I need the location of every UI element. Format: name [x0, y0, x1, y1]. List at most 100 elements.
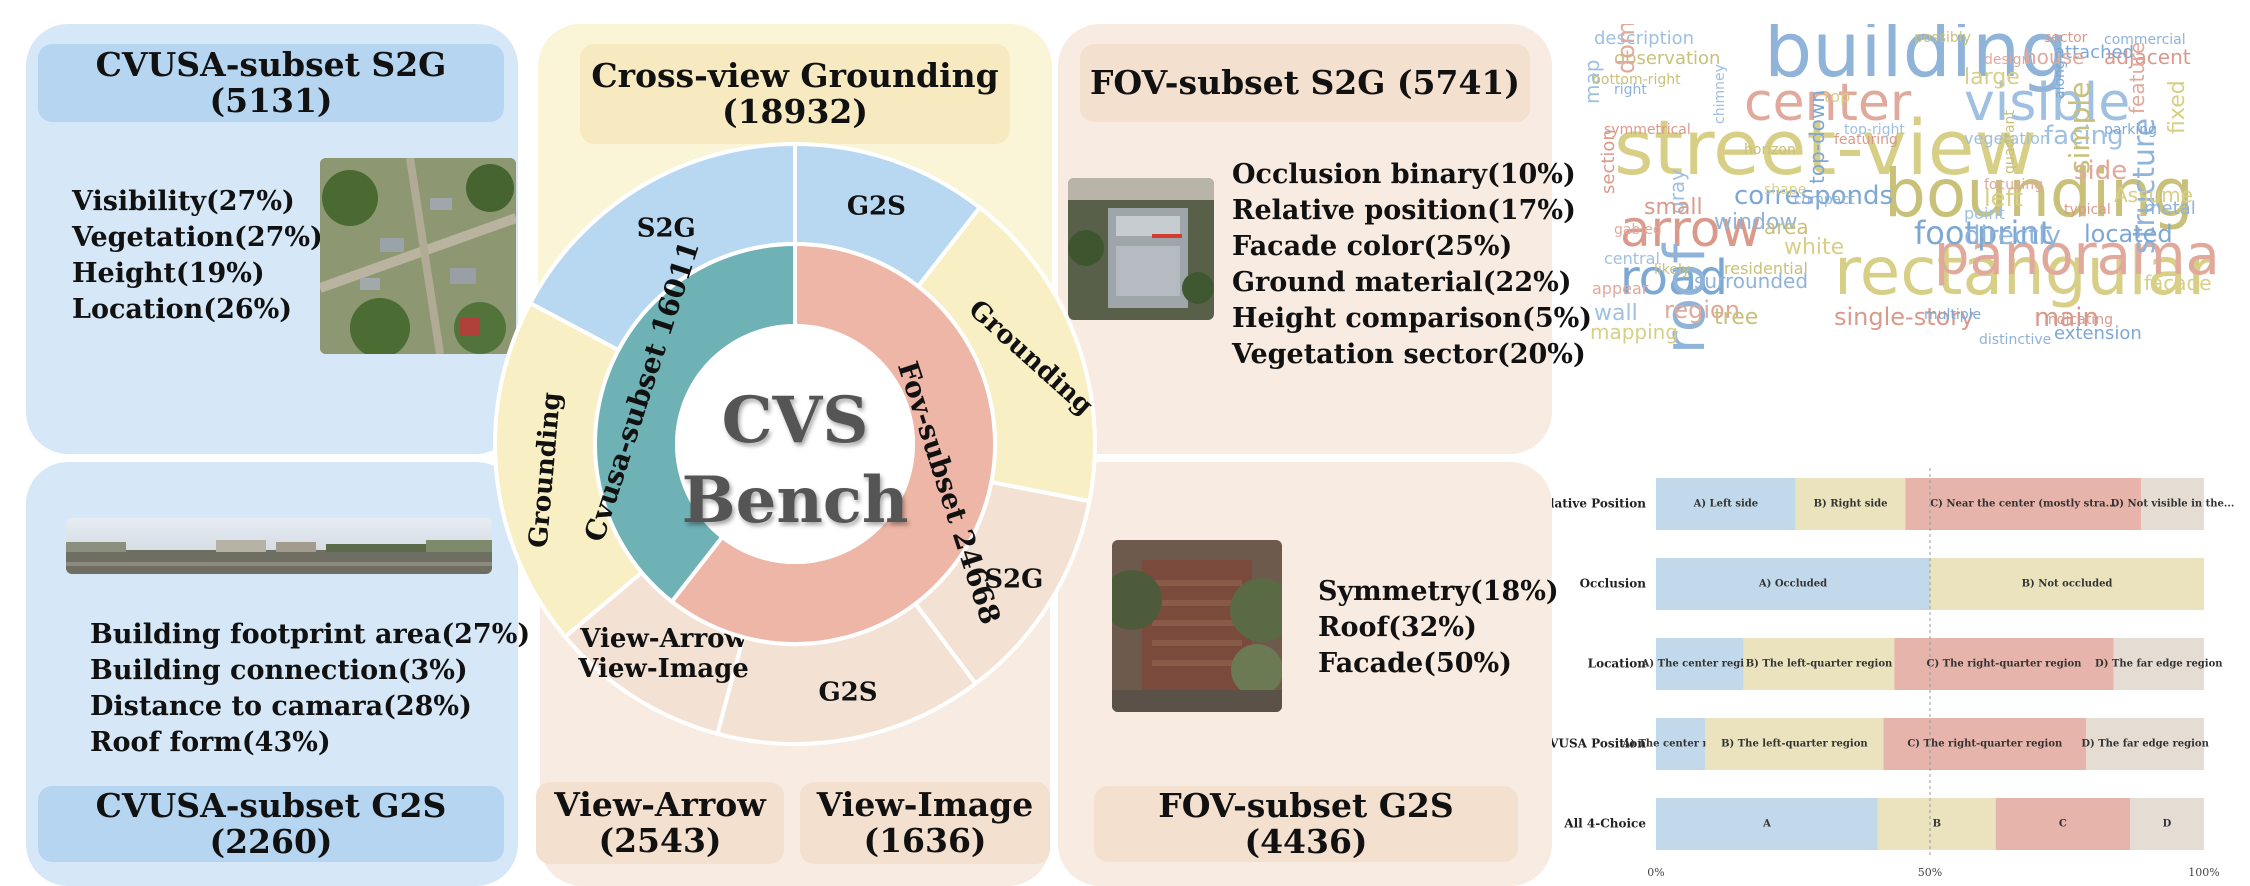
word-cloud-word: arrow: [1620, 200, 1761, 258]
word-cloud-word: rectangular: [1834, 233, 2215, 310]
street-image-fov: [1112, 540, 1282, 712]
word-cloud-word: residential: [1724, 259, 1808, 278]
word-cloud-word: roof: [1653, 243, 1718, 354]
word-cloud-word: left: [1984, 184, 2023, 212]
word-cloud-word: mapping: [1590, 320, 1678, 344]
word-cloud-word: symmetrical: [1604, 122, 1691, 138]
word-cloud-word: small: [1644, 195, 1703, 220]
word-cloud-word: indicating: [2044, 312, 2113, 328]
word-cloud-word: main: [2034, 303, 2099, 333]
stacked-bar-chart: Relative Position A) Left side B) Right si…: [1552, 468, 2235, 879]
word-cloud-word: right: [1614, 82, 1647, 98]
word-cloud-word: house: [2024, 45, 2084, 69]
view-arrow-title: View-Arrow (2543): [536, 782, 784, 864]
chart-bar-segment: [2130, 798, 2204, 850]
view-image-title: View-Image (1636): [800, 782, 1050, 864]
word-cloud-word: side: [2074, 156, 2127, 186]
chart-bar-segment: [2140, 478, 2204, 530]
word-cloud-word: structure: [2127, 118, 2162, 254]
list-item: Ground material(22%): [1232, 267, 1572, 298]
word-cloud-word: along: [2052, 60, 2068, 99]
word-cloud-word: facade: [2144, 271, 2212, 295]
word-cloud-word: footprint: [1914, 214, 2052, 252]
cvusa-s2g-list: Visibility(27%) Vegetation(27%) Height(1…: [72, 184, 323, 328]
word-cloud-word: quadrant: [2002, 110, 2018, 174]
list-item: Roof form(43%): [90, 727, 331, 758]
chart-segment-label: B) The left-quarter region: [1746, 659, 1893, 670]
chart-segment-label: B) Right side: [1814, 499, 1888, 510]
chart-segment-label: C: [2059, 819, 2067, 830]
word-cloud-word: Assume: [2114, 183, 2193, 207]
word-cloud-word: featuring: [1834, 132, 1898, 148]
word-cloud-word: metal: [2144, 198, 2196, 219]
wheel-center-line1: CVS: [722, 383, 869, 458]
word-cloud-word: compact: [1794, 192, 1855, 208]
list-item: Distance to camara(28%): [90, 691, 472, 722]
chart-segment-label: D) Not visible in the...: [2111, 499, 2235, 510]
cvusa-g2s-list: Building footprint area(27%) Building co…: [90, 617, 530, 761]
wheel-outer-label: G2S: [847, 192, 906, 222]
chart-bar-segment: [2113, 638, 2204, 690]
chart-x-tick: 0%: [1647, 866, 1664, 879]
word-cloud-word: chimney: [1712, 64, 1728, 124]
word-cloud-word: bounding: [1884, 155, 2194, 232]
fov-s2g-list: Occlusion binary(10%) Relative position(…: [1232, 157, 1592, 373]
word-cloud-word: directly: [1964, 221, 2061, 251]
cvusa-s2g-title: CVUSA-subset S2G (5131): [38, 44, 504, 122]
word-cloud-word: top-right: [1844, 122, 1905, 138]
word-cloud-word: appear: [1592, 279, 1649, 298]
word-cloud-word: vegetation: [1964, 129, 2050, 148]
word-cloud-word: wall: [1594, 301, 1638, 326]
list-item: Vegetation sector(20%): [1232, 339, 1586, 370]
word-cloud-word: section: [1598, 129, 1619, 194]
word-cloud-word: corresponds: [1734, 181, 1893, 211]
word-cloud-word: gabled: [1614, 222, 1662, 238]
word-cloud-word: typical: [2064, 202, 2111, 218]
chart-bar-segment: [1930, 558, 2204, 610]
chart-segment-label: D) The far edge region: [2095, 659, 2223, 670]
wheel-outer-label: S2G: [637, 214, 696, 244]
chart-bar-segment: [1894, 638, 2114, 690]
word-cloud-word: likely: [1654, 262, 1690, 278]
word-cloud-word: parking: [2104, 122, 2157, 138]
satellite-image-cvusa-drawing: [320, 158, 516, 354]
view-image-line2: (1636): [863, 821, 987, 860]
word-cloud-word: central: [1604, 249, 1660, 268]
chart-segment-label: C) The right-quarter region: [1927, 659, 2083, 670]
chart-segment-label: C) Near the center (mostly stra...: [1930, 499, 2116, 510]
word-cloud-word: visible: [1964, 73, 2130, 133]
list-item: Symmetry(18%): [1318, 576, 1559, 607]
word-cloud-word: map: [1584, 60, 1604, 104]
wheel-outer-label-line2: View-Image: [577, 654, 749, 684]
word-cloud-word: located: [2084, 220, 2173, 248]
list-item: Vegetation(27%): [72, 222, 323, 253]
chart-bar-segment: [1656, 638, 1744, 690]
word-cloud-word: facing: [2044, 121, 2124, 151]
fov-g2s-list: Symmetry(18%) Roof(32%) Facade(50%): [1318, 574, 1559, 682]
chart-segment-label: C) The right-quarter region: [1907, 739, 2063, 750]
list-item: Occlusion binary(10%): [1232, 159, 1576, 190]
fov-g2s-title: FOV-subset G2S (4436): [1094, 786, 1518, 862]
word-cloud-word: center: [1744, 73, 1912, 133]
wheel-center-line2: Bench: [682, 463, 909, 538]
street-image-fov-drawing: [1112, 540, 1282, 712]
panorama-image-cvusa-drawing: [66, 518, 492, 574]
word-cloud-word: sector: [2044, 30, 2088, 46]
view-arrow-line2: (2543): [598, 821, 722, 860]
list-item: Roof(32%): [1318, 612, 1477, 643]
chart-bar-segment: [1656, 798, 1878, 850]
chart-segment-label: A) The center region: [1621, 739, 1739, 750]
chart-segment-label: B) The left-quarter region: [1721, 739, 1868, 750]
list-item: Building footprint area(27%): [90, 619, 531, 650]
word-cloud-word: tree: [1714, 305, 1758, 330]
word-cloud-word: area: [1764, 215, 1809, 239]
chart-segment-label: A) Occluded: [1758, 579, 1827, 590]
word-cloud-word: dominant: [1612, 24, 1640, 74]
chart-segment-label: A) Left side: [1693, 499, 1759, 510]
chart-category-label: Relative Position: [1552, 497, 1646, 511]
word-cloud-word: street-view: [1614, 103, 2037, 192]
chart-bar-segment: [1656, 478, 1796, 530]
chart-segment-label: B) Not occluded: [2022, 579, 2113, 590]
satellite-image-fov-drawing: [1068, 178, 1214, 320]
word-cloud-word: design: [1984, 52, 2030, 68]
